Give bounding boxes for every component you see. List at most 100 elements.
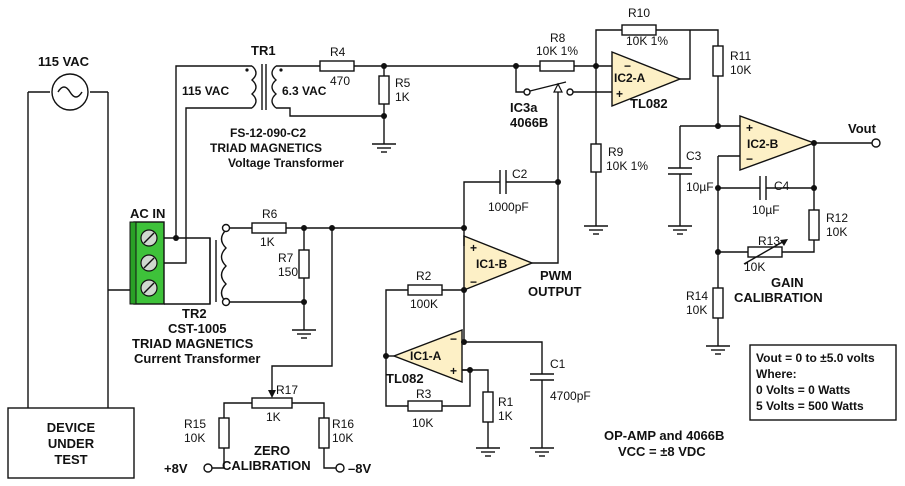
ic1b-opamp [463, 234, 534, 292]
ic2a-part: TL082 [630, 96, 668, 111]
r17-potentiometer[interactable] [251, 397, 293, 409]
r14-resistor [712, 287, 724, 319]
ic2a-minus: − [624, 59, 631, 73]
r16-value: 10K [332, 431, 353, 445]
ic1a-ref: IC1-A [410, 349, 442, 363]
tr2-desc: Current Transformer [134, 351, 260, 366]
ground-symbol [584, 225, 608, 235]
ic3a-part: 4066B [510, 115, 548, 130]
ic3a-switch [515, 66, 612, 110]
c1-value: 4700pF [550, 389, 591, 403]
r15-value: 10K [184, 431, 205, 445]
c3-value: 10µF [686, 180, 714, 194]
ic2b-minus: − [746, 152, 753, 166]
gain-line2: CALIBRATION [734, 290, 823, 305]
tr1-part: FS-12-090-C2 [230, 126, 306, 140]
r1-resistor [482, 391, 494, 423]
ic2a-opamp [611, 50, 682, 108]
r9-resistor [590, 143, 602, 173]
ic1b-ref: IC1-B [476, 257, 508, 271]
ground-symbol [530, 447, 554, 457]
tr1-maker: TRIAD MAGNETICS [210, 141, 322, 155]
c3-ref: C3 [686, 149, 702, 163]
ic1a-part: TL082 [386, 371, 424, 386]
r15-resistor [218, 417, 230, 449]
r2-ref: R2 [416, 269, 432, 283]
ic1a-minus: − [450, 332, 457, 346]
r8-value: 10K 1% [536, 44, 578, 58]
ic2b-opamp [739, 114, 817, 172]
r5-ref: R5 [395, 76, 411, 90]
r2-resistor [407, 284, 443, 296]
r9-value: 10K 1% [606, 159, 648, 173]
r6-ref: R6 [262, 207, 278, 221]
ic2b-ref: IC2-B [747, 137, 779, 151]
r10-ref: R10 [628, 6, 650, 20]
c2-value: 1000pF [488, 200, 529, 214]
pwm-line2: OUTPUT [528, 284, 582, 299]
r12-resistor [808, 209, 820, 241]
device-line3: TEST [54, 452, 87, 467]
r17-value: 1K [266, 410, 281, 424]
r4-ref: R4 [330, 45, 346, 59]
ic1a-opamp [392, 328, 463, 384]
ic2a-plus: + [616, 87, 623, 101]
ic2a-ref: IC2-A [614, 71, 646, 85]
footer-line1: OP-AMP and 4066B [604, 428, 724, 443]
r15-ref: R15 [184, 417, 206, 431]
ic2b-plus: + [746, 121, 753, 135]
device-line1: DEVICE [47, 420, 96, 435]
ground-symbol [668, 225, 692, 235]
zero-line1: ZERO [254, 443, 290, 458]
gain-line1: GAIN [771, 275, 804, 290]
r1-ref: R1 [498, 395, 514, 409]
notes-box [749, 344, 897, 421]
ground-symbol [476, 447, 500, 457]
r5-value: 1K [395, 90, 410, 104]
ground-symbol [292, 329, 316, 339]
tr2-part: CST-1005 [168, 321, 227, 336]
r11-ref: R11 [730, 49, 751, 63]
r13-value: 10K [744, 260, 765, 274]
tr1-ref: TR1 [251, 43, 276, 58]
vout-label: Vout [848, 121, 877, 136]
ic1b-minus: − [470, 275, 477, 289]
notes-line3: 0 Volts = 0 Watts [756, 383, 851, 397]
ac-in-terminal-block [129, 221, 165, 305]
r9-ref: R9 [608, 145, 624, 159]
supply-neg: –8V [348, 461, 371, 476]
tr1-desc: Voltage Transformer [228, 156, 344, 170]
r12-value: 10K [826, 225, 847, 239]
r12-ref: R12 [826, 211, 848, 225]
pwm-line1: PWM [540, 268, 572, 283]
c4-value: 10µF [752, 203, 780, 217]
device-line2: UNDER [48, 436, 95, 451]
ic1b-plus: + [470, 241, 477, 255]
ground-symbol [706, 345, 730, 355]
tr1-secondary: 6.3 VAC [282, 84, 327, 98]
r14-ref: R14 [686, 289, 708, 303]
r17-ref: R17 [276, 383, 298, 397]
notes-line4: 5 Volts = 500 Watts [756, 399, 864, 413]
r1-value: 1K [498, 409, 513, 423]
ground-symbol [372, 143, 396, 153]
r8-resistor [539, 60, 575, 72]
r4-value: 470 [330, 74, 350, 88]
tr2-ref: TR2 [182, 306, 207, 321]
r14-value: 10K [686, 303, 707, 317]
device-under-test [7, 407, 135, 479]
r3-resistor [407, 400, 443, 412]
tr2-current-transformer [209, 229, 227, 304]
source-label: 115 VAC [38, 54, 90, 69]
r6-value: 1K [260, 235, 275, 249]
notes-line2: Where: [756, 367, 797, 381]
r6-resistor [251, 222, 287, 234]
r7-ref: R7 [278, 251, 294, 265]
supply-pos: +8V [164, 461, 188, 476]
r11-resistor [712, 45, 724, 77]
acin-label: AC IN [130, 206, 165, 221]
r3-value: 10K [412, 416, 433, 430]
ac-source [27, 73, 109, 408]
r5-resistor [378, 75, 390, 105]
